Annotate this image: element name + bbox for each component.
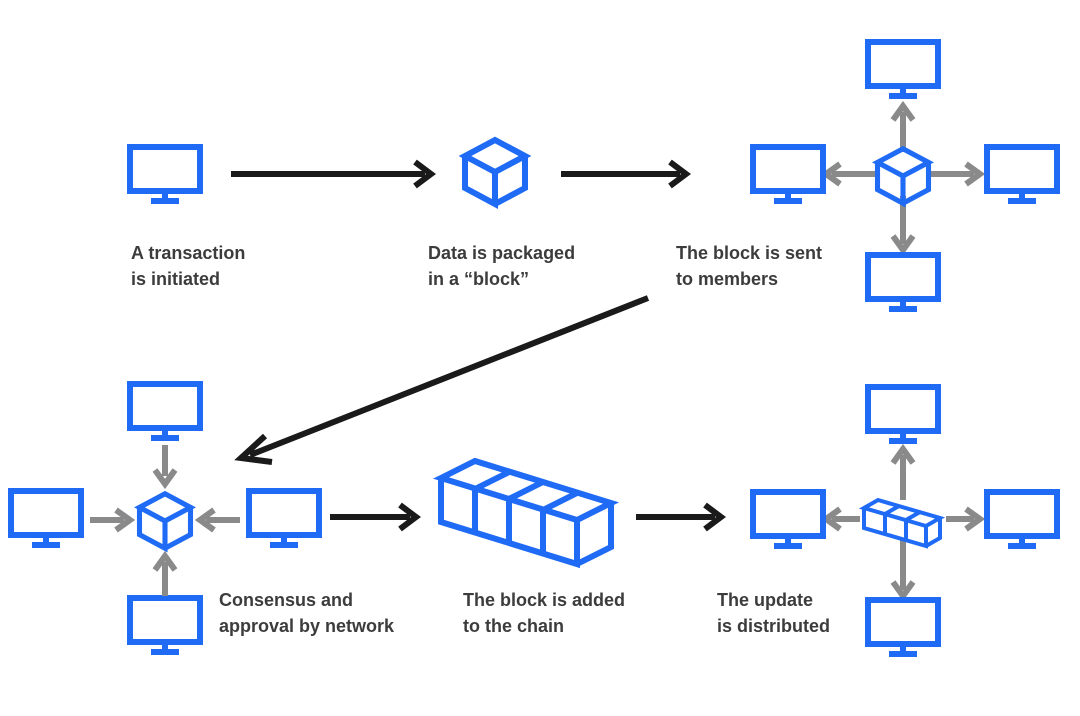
network-arrow-icon [194, 507, 240, 533]
block-icon [465, 140, 525, 204]
arrow-right-icon [231, 159, 436, 189]
block-icon [140, 494, 191, 548]
caption-line: Consensus and [219, 590, 354, 610]
monitor-icon [753, 147, 823, 201]
arrow-diagonal-icon [234, 295, 650, 465]
caption-line: The update [717, 590, 814, 610]
caption-line: is distributed [717, 616, 831, 636]
chain-icon [432, 457, 620, 569]
step-caption-consensus: Consensus and approval by network [219, 587, 394, 639]
monitor-icon [249, 491, 319, 545]
consensus-network [11, 384, 319, 652]
caption-line: to the chain [463, 616, 565, 636]
chain-icon [858, 497, 946, 549]
block-icon [878, 149, 929, 203]
monitor-icon [130, 384, 200, 438]
caption-line: approval by network [219, 616, 395, 636]
update-network [753, 387, 1057, 654]
caption-line: is initiated [131, 269, 221, 289]
monitor-icon [868, 600, 938, 654]
caption-line: A transaction [131, 243, 246, 263]
arrow-right-icon [561, 159, 691, 189]
caption-line: to members [676, 269, 779, 289]
caption-line: The block is sent [676, 243, 823, 263]
network-arrow-icon [820, 506, 860, 532]
step-caption-transaction: A transaction is initiated [131, 240, 245, 292]
caption-line: The block is added [463, 590, 626, 610]
monitor-icon [987, 147, 1057, 201]
network-arrow-icon [929, 161, 986, 187]
network-arrow-icon [820, 161, 877, 187]
network-arrow-icon [90, 507, 136, 533]
monitor-icon [130, 147, 200, 201]
caption-line: in a “block” [428, 269, 530, 289]
monitor-icon [868, 255, 938, 309]
monitor-icon [987, 492, 1057, 546]
network-arrow-icon [890, 100, 916, 152]
block-sent-network [753, 42, 1057, 309]
monitor-icon [753, 492, 823, 546]
network-arrow-icon [890, 540, 916, 602]
monitor-icon [868, 42, 938, 96]
monitor-icon [130, 598, 200, 652]
arrow-right-icon [636, 502, 726, 532]
monitor-icon [11, 491, 81, 545]
step-caption-sent: The block is sent to members [676, 240, 822, 292]
step-caption-packaged: Data is packaged in a “block” [428, 240, 575, 292]
arrow-right-icon [330, 502, 421, 532]
caption-line: Data is packaged [428, 243, 576, 263]
network-arrow-icon [152, 550, 178, 596]
step-caption-distributed: The update is distributed [717, 587, 830, 639]
network-arrow-icon [152, 445, 178, 490]
step-caption-added: The block is added to the chain [463, 587, 625, 639]
monitor-icon [868, 387, 938, 441]
network-arrow-icon [890, 443, 916, 500]
network-arrow-icon [946, 506, 986, 532]
